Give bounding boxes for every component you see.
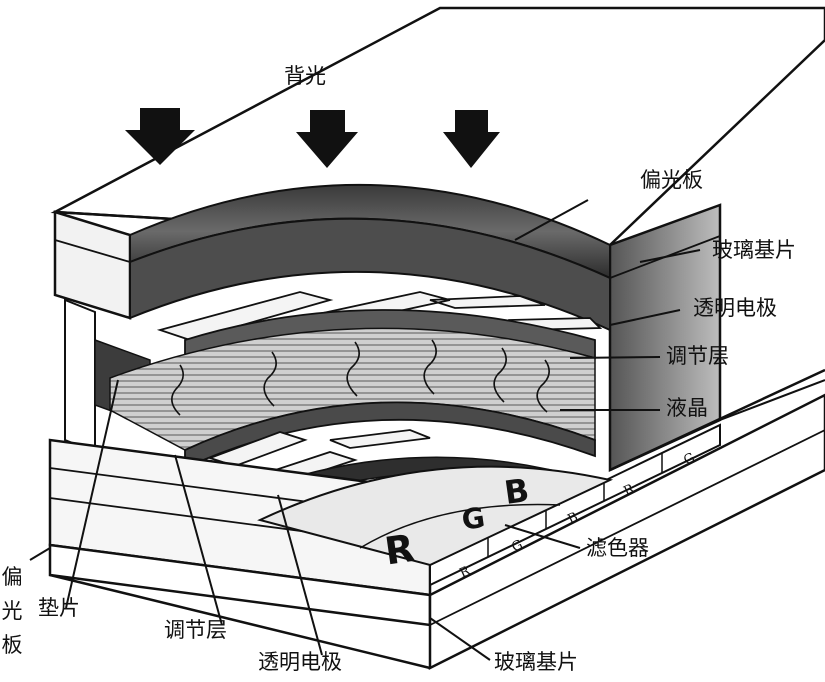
label-electrode-bottom: 透明电极 — [258, 650, 342, 674]
label-glass-top: 玻璃基片 — [712, 238, 796, 262]
label-polarizer-left-1: 偏 — [1, 565, 23, 589]
label-liquid-crystal: 液晶 — [666, 396, 708, 420]
filter-letter-r: R — [382, 526, 417, 574]
filter-letter-g: G — [460, 501, 487, 537]
label-electrode-top: 透明电极 — [693, 296, 777, 320]
label-polarizer-top: 偏光板 — [640, 168, 703, 192]
backlight-arrow-icon — [125, 108, 195, 165]
label-backlight: 背光 — [284, 64, 326, 88]
color-filter-surface — [257, 465, 614, 567]
label-alignment-bottom: 调节层 — [164, 618, 227, 642]
upper-electrode-strips — [156, 291, 603, 341]
filter-letter-b: B — [502, 471, 531, 512]
bottom-substrate-block: R G B R G B R G — [48, 368, 825, 671]
label-glass-bottom: 玻璃基片 — [494, 650, 578, 674]
backlight-arrow-icon — [443, 110, 500, 168]
label-polarizer-left: 偏 光 板 — [0, 560, 24, 662]
label-alignment-top: 调节层 — [666, 344, 729, 368]
label-spacer: 垫片 — [38, 596, 80, 620]
label-polarizer-left-3: 板 — [1, 633, 23, 657]
label-color-filter: 滤色器 — [586, 536, 649, 560]
leader-lines — [29, 199, 701, 661]
lc-molecule-twists — [171, 339, 550, 416]
top-glass-curve — [129, 217, 611, 332]
label-polarizer-left-2: 光 — [1, 599, 23, 623]
lc-cell-cavity — [64, 291, 603, 509]
backlight-arrow-icon — [296, 110, 358, 168]
color-filter-strip — [429, 423, 721, 587]
lower-alignment-band — [184, 401, 596, 470]
top-substrate-block — [50, 6, 825, 472]
backlight-arrows — [125, 108, 500, 168]
